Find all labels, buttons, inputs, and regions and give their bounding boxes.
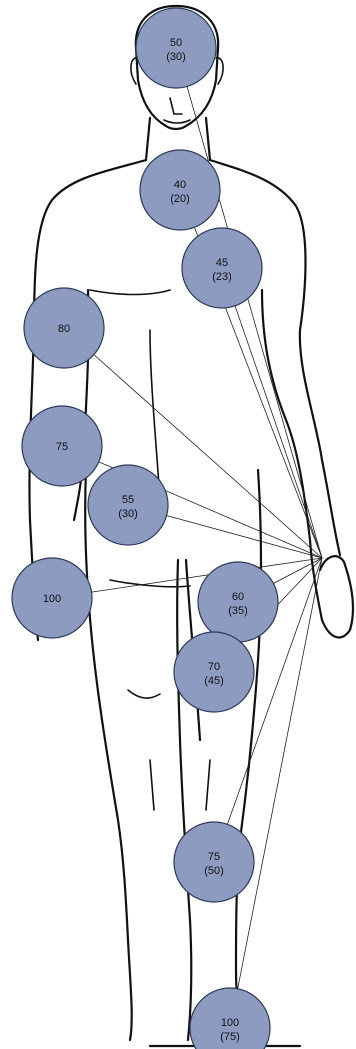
marker-left-thigh: 60 (35) [198, 562, 278, 642]
marker-value-shin: 75 [208, 851, 220, 863]
left-hand [320, 556, 353, 637]
ray-line-head [176, 48, 322, 558]
mouth [164, 120, 190, 123]
marker-value-neck: 40 [174, 179, 186, 191]
marker-right-elbow: 75 [22, 406, 102, 486]
marker-left-shoulder: 45 (23) [182, 228, 262, 308]
marker-neck: 40 (20) [140, 150, 220, 230]
right-leg-outer [85, 470, 131, 1040]
left-arm-inner [262, 290, 322, 620]
marker-secondary-left-shoulder: (23) [212, 271, 232, 283]
marker-foot: 100 (75) [190, 988, 270, 1049]
value-markers: 50 (30) 40 (20) 45 (23) 80 75 55 (30) 100 60 (35) 70 (… [12, 8, 278, 1049]
knee-detail [128, 690, 160, 698]
nose [170, 98, 182, 114]
marker-value-right-hand: 100 [43, 593, 61, 605]
marker-secondary-foot: (75) [220, 1031, 240, 1043]
marker-value-foot: 100 [221, 1017, 239, 1029]
marker-value-knee: 70 [208, 661, 220, 673]
marker-value-abdomen: 55 [122, 494, 134, 506]
marker-value-right-elbow: 75 [56, 441, 68, 453]
inner-leg-right [177, 560, 191, 1040]
pectoral-line [90, 290, 170, 295]
marker-secondary-neck: (20) [170, 193, 190, 205]
ray-line-left-shoulder [222, 268, 322, 558]
marker-head: 50 (30) [136, 8, 216, 88]
left-leg-outer [236, 470, 261, 1046]
marker-value-left-thigh: 60 [232, 591, 244, 603]
marker-right-hand: 100 [12, 558, 92, 638]
marker-right-upper-arm: 80 [24, 288, 104, 368]
marker-knee: 70 (45) [174, 632, 254, 712]
marker-secondary-knee: (45) [204, 675, 224, 687]
marker-value-left-shoulder: 45 [216, 257, 228, 269]
marker-secondary-left-thigh: (35) [228, 605, 248, 617]
marker-value-head: 50 [170, 37, 182, 49]
marker-abdomen: 55 (30) [88, 465, 168, 545]
marker-value-right-upper-arm: 80 [58, 323, 70, 335]
marker-secondary-shin: (50) [204, 865, 224, 877]
marker-shin: 75 (50) [174, 822, 254, 902]
left-side-outline [210, 160, 340, 555]
marker-secondary-abdomen: (30) [118, 508, 138, 520]
marker-secondary-head: (30) [166, 51, 186, 63]
